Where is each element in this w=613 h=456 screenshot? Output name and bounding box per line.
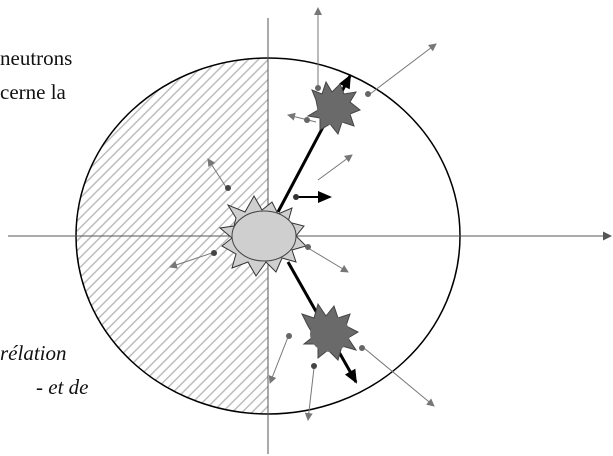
text-fragment-neutrons: neutrons	[0, 46, 73, 70]
particle-dot	[359, 345, 365, 351]
particle-dot	[365, 91, 371, 97]
emission-arrow	[307, 247, 349, 273]
emission-arrow	[287, 112, 317, 123]
emission-arrow	[369, 43, 437, 95]
particle-dot	[293, 194, 299, 200]
text-fragment-relation: rélation	[0, 341, 67, 365]
particle-dot	[315, 85, 321, 91]
nucleus-core	[231, 210, 297, 262]
emission-arrow	[304, 367, 315, 421]
emission-arrow	[363, 347, 435, 407]
particle-dot	[304, 117, 310, 123]
particle-dot	[286, 333, 292, 339]
particle-dot	[225, 185, 231, 191]
particle-dot	[211, 250, 217, 256]
fragment-lower-core	[310, 316, 350, 352]
text-fragment-cerne-la: cerne la	[0, 80, 66, 104]
emission-arrow	[207, 158, 227, 188]
emission-arrow	[317, 154, 353, 181]
text-fragment-et-de: - et de	[36, 375, 89, 399]
emission-arrow	[169, 252, 213, 269]
particle-dot	[305, 244, 311, 250]
emission-arrow	[268, 336, 289, 384]
particle-dot	[311, 363, 317, 369]
fragment-upper-core	[317, 95, 351, 125]
